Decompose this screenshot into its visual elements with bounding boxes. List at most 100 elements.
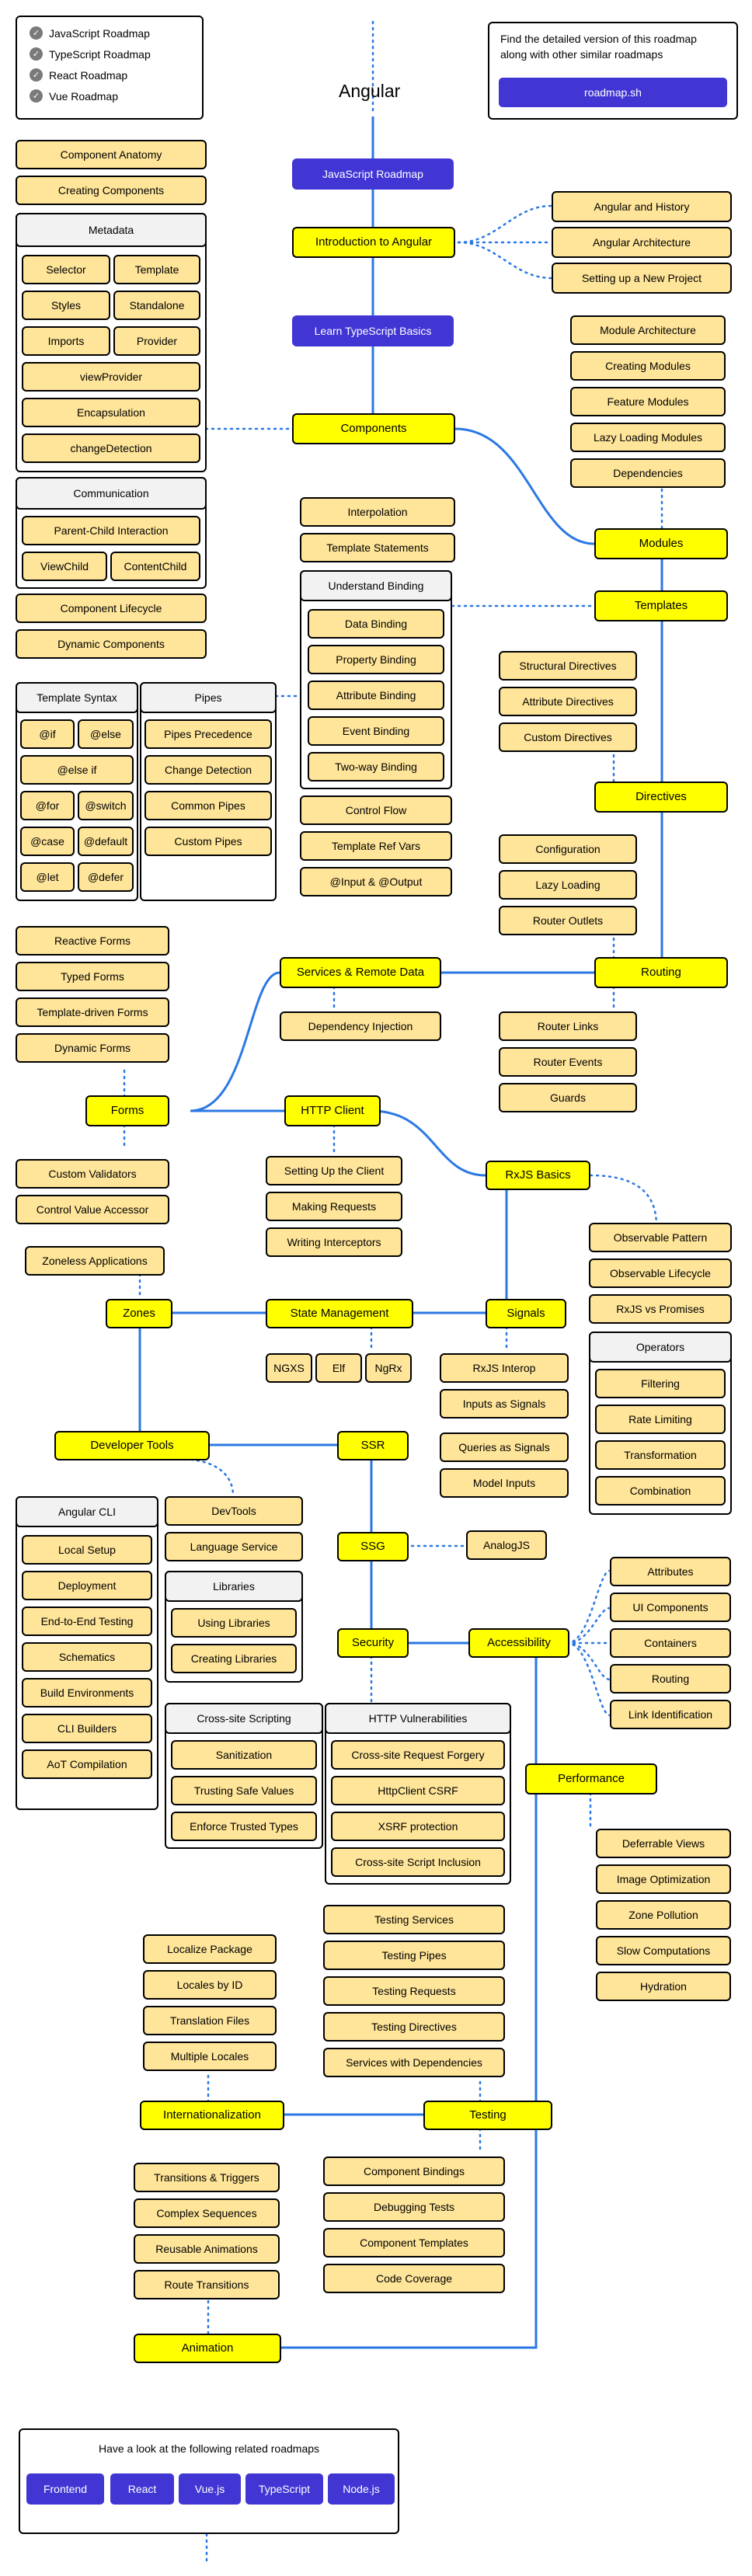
control-flow[interactable]: Control Flow — [300, 795, 452, 825]
related-react-button[interactable]: React — [110, 2473, 174, 2505]
syntax-if[interactable]: @if — [20, 719, 75, 749]
cli-e2e-testing[interactable]: End-to-End Testing — [22, 1607, 152, 1636]
typed-forms[interactable]: Typed Forms — [16, 962, 169, 991]
debugging-tests[interactable]: Debugging Tests — [323, 2192, 505, 2222]
xsrf-protection[interactable]: XSRF protection — [331, 1812, 505, 1841]
cli-aot-compilation[interactable]: AoT Compilation — [22, 1749, 152, 1779]
hydration[interactable]: Hydration — [596, 1972, 731, 2001]
dynamic-forms[interactable]: Dynamic Forms — [16, 1033, 169, 1063]
a11y-attributes[interactable]: Attributes — [610, 1557, 731, 1586]
syntax-default[interactable]: @default — [78, 827, 134, 856]
writing-interceptors[interactable]: Writing Interceptors — [266, 1227, 402, 1257]
control-value-accessor[interactable]: Control Value Accessor — [16, 1195, 169, 1224]
syntax-switch[interactable]: @switch — [78, 791, 134, 820]
module-architecture[interactable]: Module Architecture — [570, 315, 726, 345]
testing[interactable]: Testing — [423, 2101, 552, 2130]
security[interactable]: Security — [337, 1628, 409, 1658]
cli-schematics[interactable]: Schematics — [22, 1642, 152, 1672]
metadata-changedetection[interactable]: changeDetection — [22, 433, 200, 463]
analogjs[interactable]: AnalogJS — [466, 1530, 547, 1560]
component-templates[interactable]: Component Templates — [323, 2228, 505, 2257]
a11y-link-identification[interactable]: Link Identification — [610, 1700, 731, 1729]
rxjs-vs-promises[interactable]: RxJS vs Promises — [589, 1294, 732, 1324]
feature-modules[interactable]: Feature Modules — [570, 387, 726, 416]
locales-by-id[interactable]: Locales by ID — [143, 1970, 277, 2000]
attribute-binding[interactable]: Attribute Binding — [308, 681, 444, 710]
two-way-binding[interactable]: Two-way Binding — [308, 752, 444, 782]
cli-build-environments[interactable]: Build Environments — [22, 1678, 152, 1707]
httpclient-csrf[interactable]: HttpClient CSRF — [331, 1776, 505, 1805]
creating-components[interactable]: Creating Components — [16, 176, 207, 205]
dynamic-components[interactable]: Dynamic Components — [16, 629, 207, 659]
guards[interactable]: Guards — [499, 1083, 637, 1112]
csrf[interactable]: Cross-site Request Forgery — [331, 1740, 505, 1770]
using-libraries[interactable]: Using Libraries — [171, 1608, 297, 1638]
custom-directives[interactable]: Custom Directives — [499, 722, 637, 752]
translation-files[interactable]: Translation Files — [143, 2006, 277, 2035]
directives[interactable]: Directives — [594, 782, 728, 813]
forms[interactable]: Forms — [85, 1095, 169, 1126]
state-management[interactable]: State Management — [266, 1299, 413, 1328]
custom-pipes[interactable]: Custom Pipes — [144, 827, 272, 856]
common-pipes[interactable]: Common Pipes — [144, 791, 272, 820]
state-elf[interactable]: Elf — [315, 1353, 362, 1383]
testing-directives[interactable]: Testing Directives — [323, 2012, 505, 2042]
metadata-styles[interactable]: Styles — [22, 291, 110, 320]
routing[interactable]: Routing — [594, 957, 728, 988]
a11y-containers[interactable]: Containers — [610, 1628, 731, 1658]
cli-deployment[interactable]: Deployment — [22, 1571, 152, 1600]
metadata-imports[interactable]: Imports — [22, 326, 110, 356]
queries-as-signals[interactable]: Queries as Signals — [440, 1432, 569, 1462]
syntax-for[interactable]: @for — [20, 791, 75, 820]
animation[interactable]: Animation — [134, 2334, 281, 2363]
slow-computations[interactable]: Slow Computations — [596, 1936, 731, 1965]
event-binding[interactable]: Event Binding — [308, 716, 444, 746]
zones[interactable]: Zones — [106, 1299, 172, 1328]
parent-child-interaction[interactable]: Parent-Child Interaction — [22, 516, 200, 545]
operator-combination[interactable]: Combination — [595, 1476, 726, 1506]
cli-builders[interactable]: CLI Builders — [22, 1714, 152, 1743]
code-coverage[interactable]: Code Coverage — [323, 2264, 505, 2293]
rxjs-basics[interactable]: RxJS Basics — [486, 1161, 590, 1190]
developer-tools[interactable]: Developer Tools — [54, 1431, 210, 1460]
template-driven-forms[interactable]: Template-driven Forms — [16, 997, 169, 1027]
observable-pattern[interactable]: Observable Pattern — [589, 1223, 732, 1252]
accessibility[interactable]: Accessibility — [468, 1628, 569, 1658]
routing-configuration[interactable]: Configuration — [499, 834, 637, 864]
a11y-ui-components[interactable]: UI Components — [610, 1593, 731, 1622]
syntax-case[interactable]: @case — [20, 827, 75, 856]
structural-directives[interactable]: Structural Directives — [499, 651, 637, 681]
internationalization[interactable]: Internationalization — [140, 2101, 284, 2130]
testing-pipes[interactable]: Testing Pipes — [323, 1941, 505, 1970]
metadata-provider[interactable]: Provider — [113, 326, 200, 356]
syntax-else-if[interactable]: @else if — [20, 755, 134, 785]
related-typescript-button[interactable]: TypeScript — [245, 2473, 323, 2505]
attribute-directives[interactable]: Attribute Directives — [499, 687, 637, 716]
devtools[interactable]: DevTools — [165, 1496, 303, 1526]
metadata-template[interactable]: Template — [113, 255, 200, 284]
transitions-triggers[interactable]: Transitions & Triggers — [134, 2163, 280, 2192]
observable-lifecycle[interactable]: Observable Lifecycle — [589, 1258, 732, 1288]
dependency-injection[interactable]: Dependency Injection — [280, 1011, 441, 1041]
complex-sequences[interactable]: Complex Sequences — [134, 2198, 280, 2228]
viewchild[interactable]: ViewChild — [22, 552, 107, 581]
interpolation[interactable]: Interpolation — [300, 497, 455, 527]
modules[interactable]: Modules — [594, 528, 728, 559]
angular-architecture[interactable]: Angular Architecture — [552, 227, 732, 258]
lazy-loading[interactable]: Lazy Loading — [499, 870, 637, 900]
model-inputs[interactable]: Model Inputs — [440, 1468, 569, 1498]
router-links[interactable]: Router Links — [499, 1011, 637, 1041]
pipes-precedence[interactable]: Pipes Precedence — [144, 719, 272, 749]
lazy-loading-modules[interactable]: Lazy Loading Modules — [570, 423, 726, 452]
router-events[interactable]: Router Events — [499, 1047, 637, 1077]
operator-transformation[interactable]: Transformation — [595, 1440, 726, 1470]
syntax-else[interactable]: @else — [78, 719, 134, 749]
language-service[interactable]: Language Service — [165, 1532, 303, 1561]
enforce-trusted-types[interactable]: Enforce Trusted Types — [171, 1812, 317, 1841]
operator-rate-limiting[interactable]: Rate Limiting — [595, 1405, 726, 1434]
legend-item-vue[interactable]: ✓Vue Roadmap — [30, 89, 118, 103]
component-lifecycle[interactable]: Component Lifecycle — [16, 594, 207, 623]
syntax-let[interactable]: @let — [20, 862, 75, 892]
metadata-standalone[interactable]: Standalone — [113, 291, 200, 320]
input-output[interactable]: @Input & @Output — [300, 867, 452, 896]
